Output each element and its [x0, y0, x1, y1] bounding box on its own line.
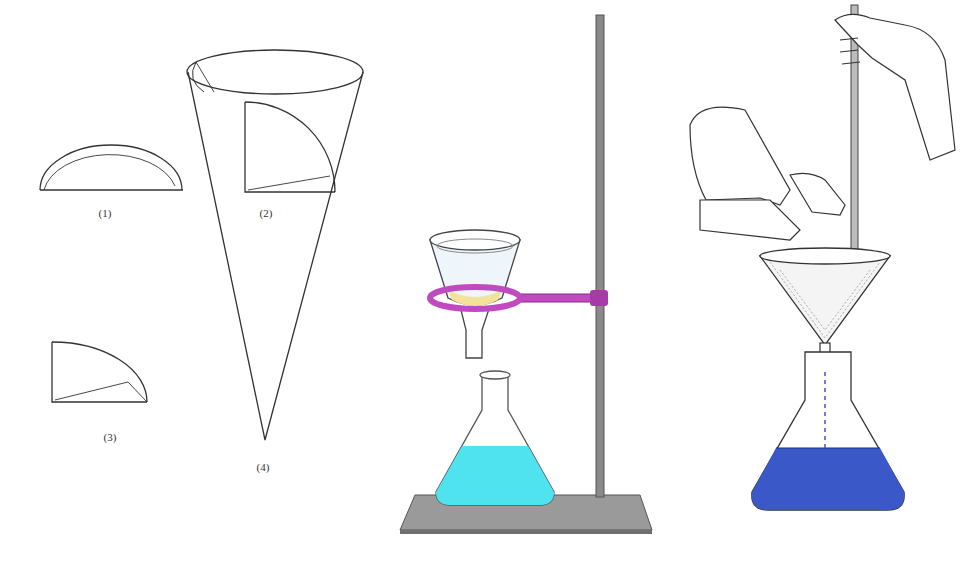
folded-paper-half: [44, 155, 175, 190]
funnel: [430, 230, 520, 250]
folded-paper-half: [40, 145, 182, 190]
step-number: (4): [256, 461, 271, 473]
receiving-flask: [752, 352, 904, 510]
glass-rod: [851, 5, 858, 273]
folded-paper-opened: [52, 342, 147, 402]
funnel: [448, 290, 502, 306]
step-number: (3): [103, 431, 118, 443]
filter-paper-cone: [187, 50, 363, 94]
ring-clamp: [590, 290, 608, 306]
folded-paper-half: [40, 145, 183, 190]
hands-and-beaker: [700, 200, 800, 240]
funnel-with-paper: [760, 256, 890, 345]
ring-stand: [400, 15, 652, 534]
filter-paper-cone: [196, 62, 214, 92]
hands-and-beaker: [835, 14, 955, 160]
step-number: (2): [259, 207, 274, 219]
ring-stand: [400, 530, 652, 534]
erlenmeyer-flask: [436, 375, 554, 505]
hands-and-beaker: [690, 107, 790, 205]
receiving-flask: [752, 352, 904, 510]
ring-stand: [596, 15, 604, 497]
hands-and-beaker: [790, 173, 845, 215]
step-number: (1): [98, 207, 113, 219]
folded-paper-half: [40, 189, 183, 190]
funnel: [430, 230, 520, 358]
folded-paper-quarter: [245, 102, 335, 192]
filter-paper-cone: [188, 72, 363, 440]
funnel: [460, 306, 490, 358]
ring-clamp: [430, 287, 608, 309]
funnel-with-paper: [780, 270, 870, 330]
filter-paper-cone: [187, 50, 363, 440]
erlenmeyer-flask: [480, 371, 510, 379]
folded-paper-quarter: [245, 102, 335, 192]
glass-rod: [851, 5, 858, 273]
ring-clamp: [430, 287, 520, 309]
erlenmeyer-flask: [436, 446, 554, 505]
receiving-flask: [824, 372, 826, 448]
hands-and-beaker: [690, 14, 955, 240]
folded-paper-opened: [52, 342, 147, 402]
funnel: [437, 239, 513, 253]
ring-clamp: [518, 294, 598, 302]
receiving-flask: [776, 448, 880, 449]
folded-paper-quarter: [245, 102, 335, 192]
funnel-with-paper: [770, 262, 880, 338]
erlenmeyer-flask: [436, 371, 554, 505]
hands-and-beaker: [840, 38, 860, 64]
folded-paper-opened: [52, 342, 147, 402]
receiving-flask: [752, 448, 904, 510]
funnel-with-paper: [760, 248, 890, 264]
folded-paper-opened: [55, 382, 147, 402]
folded-paper-quarter: [248, 176, 330, 190]
